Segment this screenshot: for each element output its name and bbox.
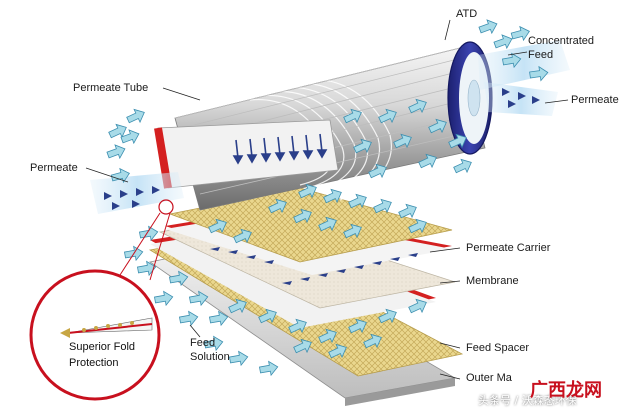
feed-spacer-label: Feed Spacer <box>466 342 529 354</box>
flow-arrow <box>348 318 367 334</box>
watermark-logo-text: 广西龙网 <box>530 380 602 401</box>
concentrated-feed-label-1: Concentrated <box>528 35 595 47</box>
permeate-right-stream <box>484 82 558 116</box>
permeate-right-label: Permeate <box>571 94 619 106</box>
flow-arrow <box>120 129 140 145</box>
flow-arrow <box>179 310 199 327</box>
flow-arrow <box>353 138 372 154</box>
flow-arrow <box>343 108 362 124</box>
atd-label: ATD <box>456 8 478 20</box>
flow-arrow <box>510 25 530 42</box>
flow-arrow <box>208 218 227 234</box>
fold-callout-line-1: Superior Fold <box>69 341 136 353</box>
permeate-left-label: Permeate <box>30 162 78 174</box>
flow-arrow <box>259 360 279 377</box>
flow-arrow <box>204 335 224 352</box>
flow-arrow <box>408 98 427 114</box>
flow-arrow <box>258 308 277 324</box>
flow-arrow <box>378 308 397 324</box>
flow-arrow <box>428 118 447 134</box>
flow-arrow <box>348 193 367 209</box>
flow-arrow <box>154 290 174 307</box>
flow-arrow <box>328 343 347 359</box>
concentrated-feed-label-2: Feed <box>528 49 554 61</box>
permeate-right-arrows <box>502 88 540 108</box>
flow-arrow <box>293 338 312 354</box>
flow-arrow <box>228 298 247 314</box>
fold-detail-marker <box>158 199 174 215</box>
flow-arrow <box>108 123 127 139</box>
flow-arrow <box>448 133 467 149</box>
membrane-label: Membrane <box>466 275 519 287</box>
watermark-logo-box <box>522 372 632 404</box>
flow-arrow <box>298 183 317 199</box>
flow-arrow <box>268 198 287 214</box>
flow-arrow <box>393 133 412 149</box>
permeate-carrier-label: Permeate Carrier <box>466 242 551 254</box>
fold-protection-callout <box>29 269 161 401</box>
flow-arrow <box>318 328 337 344</box>
flow-arrow <box>106 144 126 160</box>
flow-arrow <box>418 153 437 169</box>
feed-flow-arrows <box>106 19 549 377</box>
flow-arrow <box>363 333 382 349</box>
flow-arrow <box>408 298 427 314</box>
feed-solution-label-1: Feed <box>190 337 216 349</box>
flow-arrow <box>529 65 549 82</box>
watermark-left-text: 头条号 / 沃森态环保 <box>478 394 577 407</box>
flow-arrow <box>493 34 513 50</box>
flow-arrow <box>323 188 342 204</box>
flow-arrow <box>502 52 522 69</box>
outer-material-label: Outer Ma <box>466 372 512 384</box>
flow-arrow <box>189 290 209 307</box>
permeate-tube-label: Permeate Tube <box>73 82 149 94</box>
concentrated-stream <box>478 40 570 90</box>
leader-lines <box>85 19 569 380</box>
flow-arrow <box>373 198 392 214</box>
flow-arrow <box>126 108 145 124</box>
feed-solution-label-2: Solution <box>190 351 230 363</box>
flow-arrow <box>288 318 307 334</box>
flow-arrow <box>368 163 387 179</box>
flow-arrow <box>110 167 130 184</box>
flow-arrow <box>169 270 189 287</box>
flow-arrow <box>453 158 472 174</box>
flow-arrow <box>233 228 252 244</box>
flow-arrow <box>318 216 337 232</box>
flow-arrow <box>229 350 249 367</box>
tube-down-arrows <box>232 133 328 165</box>
flow-arrow <box>209 310 229 327</box>
permeate-left-arrows <box>104 186 160 210</box>
flow-arrow <box>478 19 498 35</box>
flow-arrow <box>378 108 397 124</box>
flow-arrow <box>293 208 312 224</box>
fold-callout-line-2: Protection <box>69 357 119 369</box>
permeate-flow-arrows <box>210 247 418 285</box>
flow-arrow <box>408 218 427 234</box>
flow-arrow <box>343 223 362 239</box>
flow-arrow <box>398 203 417 219</box>
